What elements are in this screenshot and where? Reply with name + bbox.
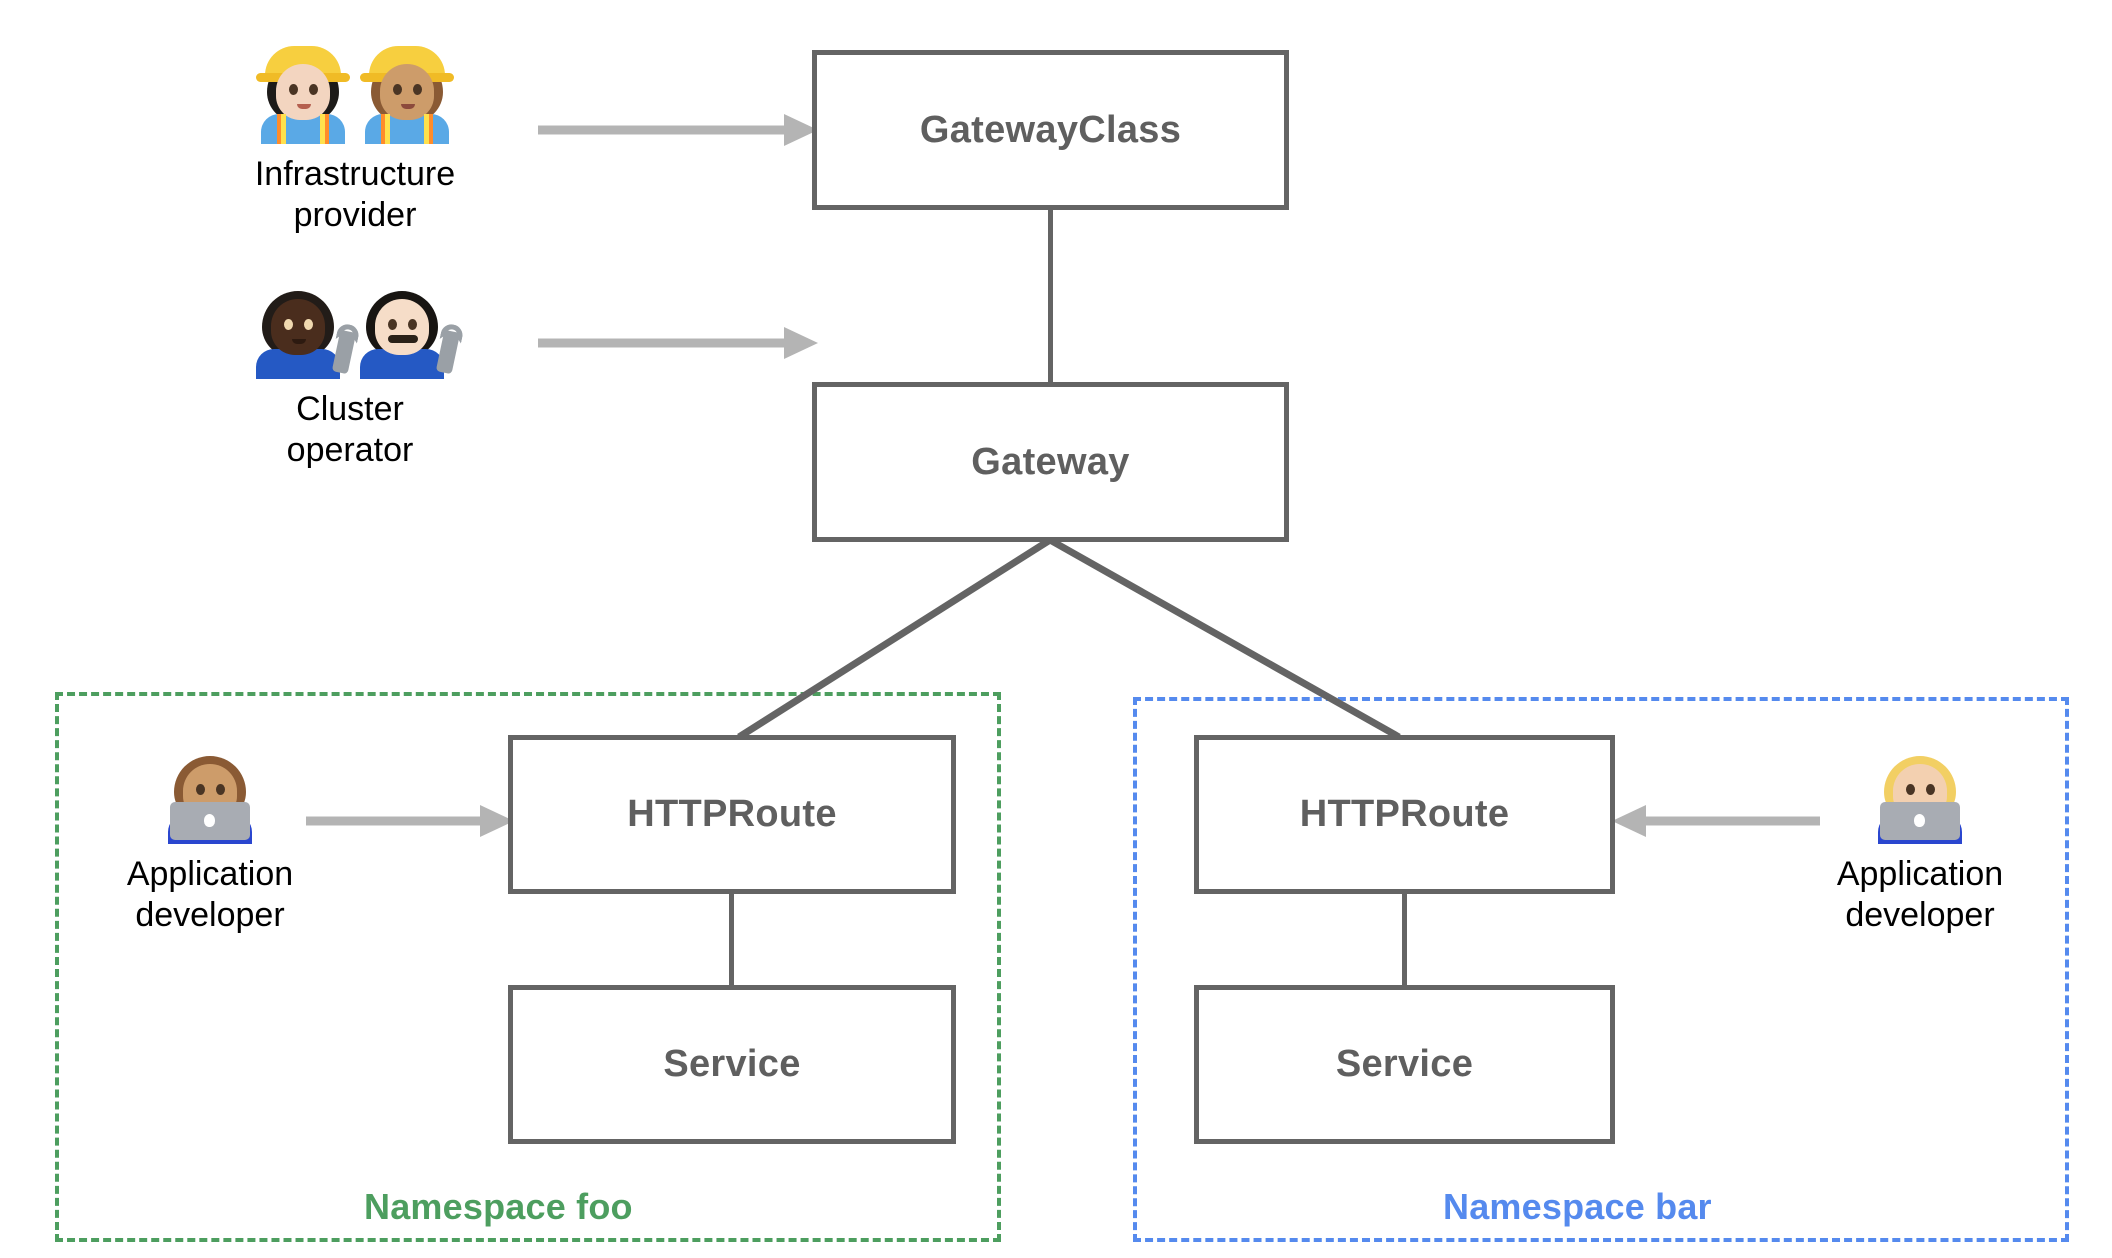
persona-application-developer-bar-emoji	[1810, 740, 2030, 844]
persona-cluster-operator-caption: Cluster operator	[286, 390, 414, 470]
connector-gatewayclass-to-gateway	[1048, 208, 1053, 384]
man-technologist-medium-skin-icon	[158, 740, 262, 844]
arrow-infrastructure-provider-to-gatewayclass	[538, 114, 818, 146]
persona-application-developer-foo-emoji	[100, 740, 320, 844]
node-httproute-foo[interactable]: HTTPRoute	[508, 735, 956, 894]
woman-construction-worker-medium-skin-icon	[355, 40, 459, 144]
arrow-application-developer-to-httproute-bar	[1612, 805, 1820, 837]
namespace-label-bar: Namespace bar	[1443, 1186, 1712, 1227]
node-gatewayclass-label: GatewayClass	[919, 108, 1182, 151]
node-service-foo-label: Service	[663, 1043, 801, 1085]
node-service-bar[interactable]: Service	[1194, 985, 1615, 1144]
namespace-container-bar	[1133, 697, 2069, 1242]
persona-application-developer-foo: Application developer	[100, 740, 320, 937]
persona-infrastructure-provider-caption: Infrastructure provider	[254, 155, 456, 235]
persona-application-developer-bar: Application developer	[1810, 740, 2030, 937]
persona-application-developer-bar-caption: Application developer	[1836, 855, 2004, 935]
node-httproute-bar-label: HTTPRoute	[1299, 793, 1510, 835]
node-httproute-foo-label: HTTPRoute	[627, 793, 837, 835]
arrow-application-developer-to-httproute-foo	[306, 805, 514, 837]
woman-construction-worker-light-skin-icon	[251, 40, 355, 144]
persona-cluster-operator: Cluster operator	[200, 275, 500, 472]
man-mechanic-light-skin-icon	[350, 275, 461, 379]
node-gatewayclass[interactable]: GatewayClass	[812, 50, 1289, 210]
node-gateway-label: Gateway	[971, 440, 1130, 483]
persona-application-developer-foo-caption: Application developer	[126, 855, 294, 935]
persona-infrastructure-provider-emoji	[200, 40, 510, 144]
node-gateway[interactable]: Gateway	[812, 382, 1289, 542]
node-service-foo[interactable]: Service	[508, 985, 956, 1144]
mechanic-dark-skin-icon	[246, 275, 357, 379]
arrow-cluster-operator-to-gateway	[538, 327, 818, 359]
woman-technologist-blonde-icon	[1868, 740, 1972, 844]
connector-httproute-to-service-foo	[729, 890, 734, 987]
persona-cluster-operator-emoji	[200, 275, 500, 379]
connector-httproute-to-service-bar	[1402, 890, 1407, 987]
namespace-container-foo	[55, 692, 1001, 1242]
namespace-label-foo: Namespace foo	[364, 1186, 633, 1227]
node-service-bar-label: Service	[1335, 1043, 1474, 1085]
node-httproute-bar[interactable]: HTTPRoute	[1194, 735, 1615, 894]
persona-infrastructure-provider: Infrastructure provider	[200, 40, 510, 237]
